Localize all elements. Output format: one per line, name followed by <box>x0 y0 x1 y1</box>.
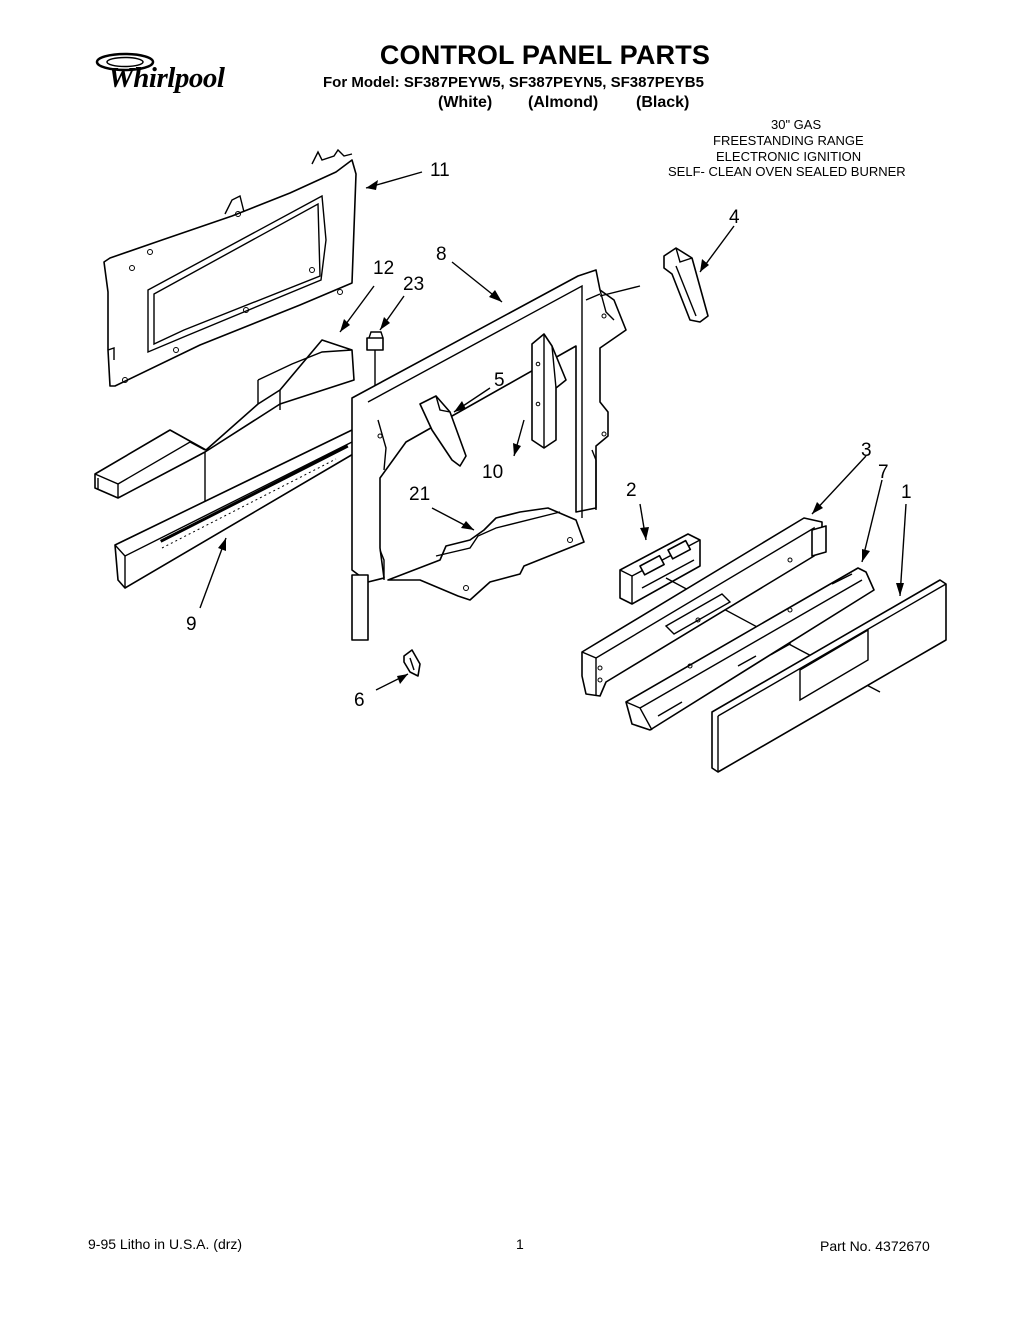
whirlpool-logo-swirl <box>95 52 155 72</box>
brand-logo: Whirlpool <box>108 62 225 94</box>
callout-11: 11 <box>430 160 450 181</box>
desc-line-2: FREESTANDING RANGE <box>713 133 864 148</box>
callout-8: 8 <box>436 244 447 265</box>
callout-21: 21 <box>409 484 431 505</box>
page-title: CONTROL PANEL PARTS <box>379 40 711 70</box>
callout-9: 9 <box>186 614 197 635</box>
part-7-trim-bracket <box>625 567 875 731</box>
callout-4: 4 <box>729 207 740 228</box>
part-8-panel-frame <box>351 269 641 583</box>
callout-7: 7 <box>878 462 889 483</box>
part-10-support <box>531 333 567 449</box>
callout-12: 12 <box>373 258 395 279</box>
callout-2: 2 <box>626 480 637 501</box>
part-4-end-cap <box>663 247 709 323</box>
callout-10: 10 <box>482 462 504 483</box>
desc-line-1: 30" GAS <box>771 117 822 132</box>
model-numbers: For Model: SF387PEYW5, SF387PEYN5, SF387… <box>323 74 704 91</box>
part-21-heat-shield <box>387 507 585 601</box>
footer-litho: 9-95 Litho in U.S.A. (drz) <box>88 1236 243 1252</box>
desc-line-3: ELECTRONIC IGNITION <box>716 149 862 164</box>
color-label-white: (White) <box>438 94 493 111</box>
leader-arrowheads <box>218 180 904 684</box>
color-label-black: (Black) <box>636 94 690 111</box>
part-5-bracket <box>419 395 467 467</box>
part-11-rear-panel <box>103 148 357 387</box>
part-6-clip <box>403 649 421 677</box>
part-8-lower-leg <box>351 574 369 641</box>
part-12-trim-strip <box>94 339 355 510</box>
callout-6: 6 <box>354 690 365 711</box>
part-number: Part No. 4372670 <box>820 1238 930 1254</box>
part-3-panel-housing <box>581 517 827 697</box>
callout-1: 1 <box>901 482 912 503</box>
callout-5: 5 <box>494 370 505 391</box>
color-label-almond: (Almond) <box>528 94 599 111</box>
part-1-front-panel <box>711 579 947 773</box>
callout-3: 3 <box>861 440 872 461</box>
page-number: 1 <box>516 1236 524 1252</box>
callout-23: 23 <box>403 274 425 295</box>
desc-line-4: SELF- CLEAN OVEN SEALED BURNER <box>668 164 906 179</box>
